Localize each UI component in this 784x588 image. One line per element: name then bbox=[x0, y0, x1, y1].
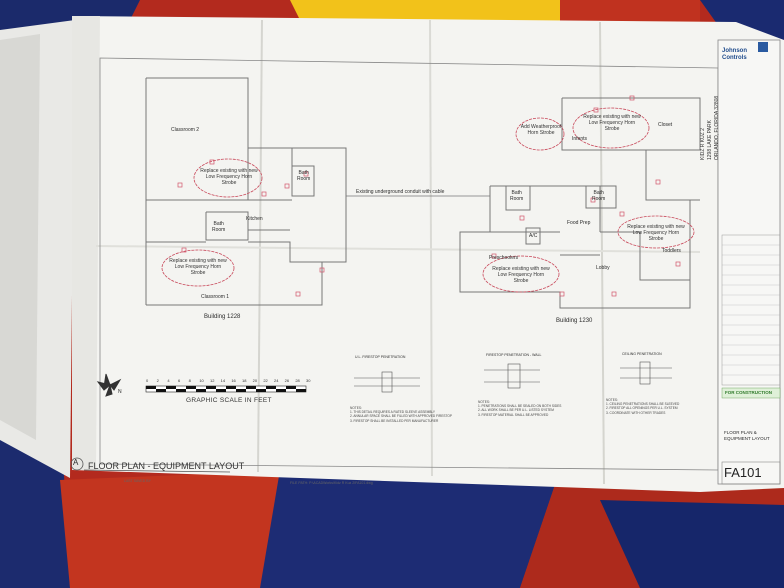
plan-title: FLOOR PLAN - EQUIPMENT LAYOUT bbox=[88, 461, 245, 471]
view-marker-circle bbox=[70, 457, 84, 471]
detail-title-2: FIRESTOP PENETRATION - WALL bbox=[486, 353, 542, 357]
footer-date: LAST SAVED BY bbox=[124, 479, 151, 483]
cloud-note-2: Replace existing with new Low Frequency … bbox=[169, 258, 227, 276]
room-lobby: Lobby bbox=[596, 265, 610, 271]
building-1228-plan bbox=[145, 77, 347, 306]
carpet-blue-top-right bbox=[700, 0, 784, 40]
view-marker: A bbox=[73, 458, 79, 467]
company-logo-text: Johnson Controls bbox=[722, 48, 747, 61]
north-arrow bbox=[96, 373, 122, 397]
room-ac: A/C bbox=[529, 233, 538, 239]
scale-tick-label: 22 bbox=[263, 378, 268, 383]
detail-title-1: U.L. FIRESTOP PENETRATION bbox=[355, 355, 406, 359]
building-1230-plan bbox=[459, 97, 701, 309]
room-classroom-2: Classroom 2 bbox=[171, 127, 200, 133]
scale-tick-label: 12 bbox=[210, 378, 215, 383]
detail-title-3: CEILING PENETRATION bbox=[622, 352, 662, 356]
carpet-red-bottom-left bbox=[60, 470, 300, 588]
scale-tick-label: 18 bbox=[242, 378, 247, 383]
room-toddlers: Toddlers bbox=[662, 248, 681, 254]
cloud-note-5: Replace existing with new Low Frequency … bbox=[492, 266, 550, 284]
carpet-yellow-top bbox=[290, 0, 560, 22]
scale-tick-label: 8 bbox=[188, 378, 191, 383]
room-bath-right-2: Bath Room bbox=[592, 190, 606, 202]
cloud-note-6: Replace existing with new Low Frequency … bbox=[627, 224, 685, 242]
scale-tick-label: 4 bbox=[167, 378, 170, 383]
carpet-blue-bottom bbox=[260, 470, 560, 588]
sheet-number: FA101 bbox=[724, 465, 762, 480]
carpet-red-top bbox=[560, 0, 700, 24]
fire-alarm-devices bbox=[177, 95, 681, 297]
building-1228-label: Building 1228 bbox=[204, 314, 241, 320]
cloud-note-4: Replace existing with new Low Frequency … bbox=[583, 114, 641, 132]
footer-file-path: FILE PATH: P:\ACADWorks\Kidz R Kuz 2\FA1… bbox=[290, 481, 373, 485]
scale-tick-label: 2 bbox=[156, 378, 159, 383]
sheet-description: FLOOR PLAN & EQUIPMENT LAYOUT bbox=[724, 430, 770, 441]
scale-tick-label: 26 bbox=[284, 378, 290, 383]
cloud-note-3: Add Weatherproof Horn Strobe bbox=[520, 124, 562, 136]
room-food-prep: Food Prep bbox=[567, 220, 591, 226]
conduit-note: Existing underground conduit with cable bbox=[356, 189, 445, 195]
room-kitchen: Kitchen bbox=[246, 216, 263, 222]
building-1230-label: Building 1230 bbox=[556, 318, 593, 324]
project-name-vertical: KIDZ R KUZ 2 1298 LAKE PARK ORLANDO, FLO… bbox=[700, 95, 720, 160]
room-classroom-1: Classroom 1 bbox=[201, 294, 230, 300]
scale-tick-label: 14 bbox=[220, 378, 226, 383]
detail-notes-1: NOTES: 1. THIS DETAIL REQUIRES A RATED S… bbox=[350, 406, 452, 423]
room-bath-left-mid: Bath Room bbox=[212, 221, 226, 233]
detail-notes-3: NOTES: 1. CEILING PENETRATIONS SHALL BE … bbox=[606, 398, 680, 415]
carpet-blue-bottom-right bbox=[600, 500, 784, 588]
cloud-note-1: Replace existing with new Low Frequency … bbox=[200, 168, 258, 186]
room-bath-left-top: Bath Room bbox=[297, 170, 311, 182]
detail-notes-2: NOTES: 1. PENETRATIONS SHALL BE SEALED O… bbox=[478, 400, 562, 417]
scale-tick-label: 28 bbox=[295, 378, 300, 383]
scale-tick-label: 20 bbox=[252, 378, 258, 383]
title-block bbox=[717, 39, 781, 485]
room-preschoolers: Preschoolers bbox=[489, 255, 519, 261]
status-stamp: FOR CONSTRUCTION bbox=[725, 390, 772, 395]
room-closet: Closet bbox=[658, 122, 673, 128]
room-infants: Infants bbox=[572, 136, 588, 142]
room-bath-right: Bath Room bbox=[510, 190, 524, 202]
north-label: N bbox=[118, 389, 122, 395]
graphic-scale-bar bbox=[145, 385, 307, 393]
revision-clouds bbox=[161, 107, 695, 293]
status-stamp-box bbox=[721, 387, 781, 399]
drawing-sheet bbox=[72, 16, 784, 492]
scale-tick-label: 10 bbox=[199, 378, 204, 383]
penetration-details bbox=[354, 361, 672, 393]
scale-tick-label: 16 bbox=[231, 378, 236, 383]
scale-tick-label: 30 bbox=[306, 378, 311, 383]
graphic-scale-label: GRAPHIC SCALE IN FEET bbox=[186, 397, 272, 404]
scale-tick-label: 0 bbox=[146, 378, 149, 383]
scale-tick-label: 6 bbox=[178, 378, 181, 383]
scale-tick-label: 24 bbox=[274, 378, 279, 383]
